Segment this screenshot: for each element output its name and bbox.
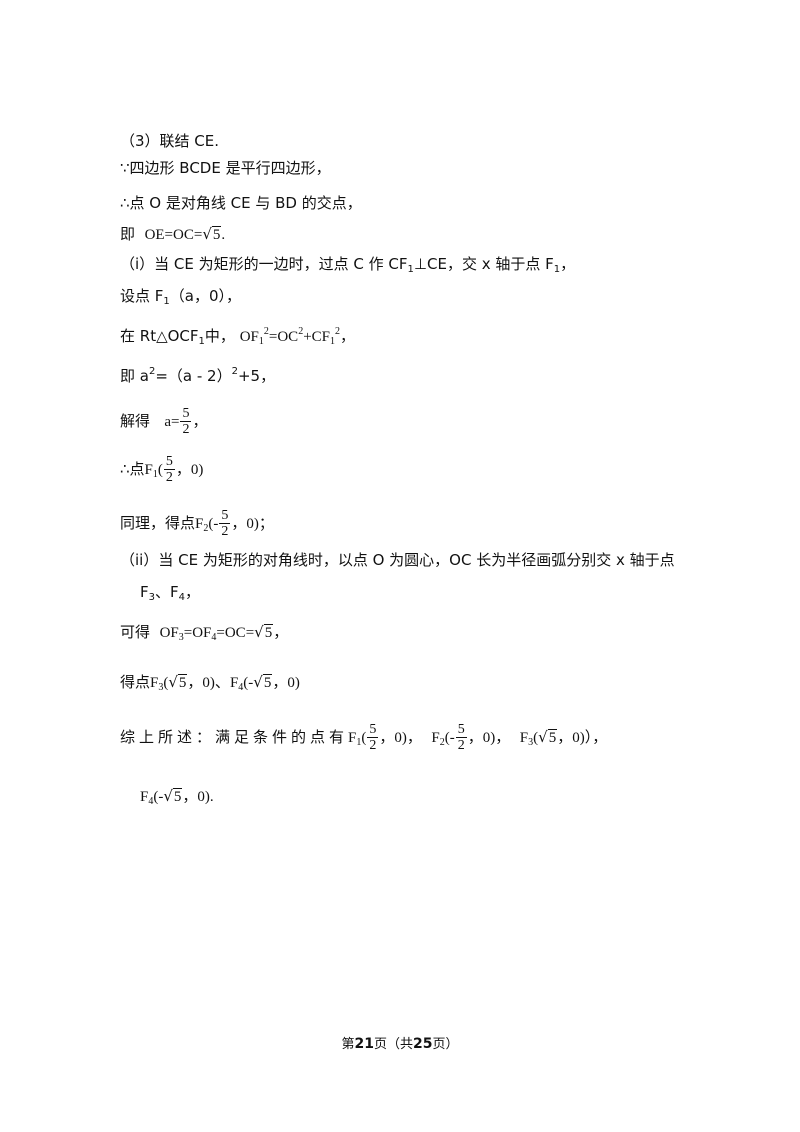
page-footer: 第21页（共25页） — [341, 1036, 459, 1052]
step-3-heading: （3）联结 CE. — [120, 132, 220, 150]
page-number: 21 — [354, 1036, 374, 1052]
case-ii-line: （ii）当 CE 为矩形的对角线时，以点 O 为圆心，OC 长为半径画弧分别交 … — [120, 551, 675, 569]
page-total: 25 — [413, 1036, 433, 1052]
set-f1-line: 设点 F1（a，0）， — [120, 287, 242, 307]
oe-oc-line: 即 OE=OC=√5. — [120, 225, 226, 243]
summary-f4-line: F4(-√5，0). — [140, 787, 214, 807]
equation-line: 即 a2=（a - 2）2+5， — [120, 366, 276, 385]
points-f3-f4-line: 得点F3(√5，0)、F4(-√5，0) — [120, 673, 300, 693]
premise-line: ∵四边形 BCDE 是平行四边形， — [120, 159, 331, 177]
conclusion-line: ∴点 O 是对角线 CE 与 BD 的交点， — [120, 194, 362, 212]
of3-line: 可得 OF3=OF4=OC=√5， — [120, 623, 289, 643]
f3-f4-line: F3、F4， — [140, 583, 201, 603]
rt-triangle-line: 在 Rt△OCF1中， OF12=OC2+CF12， — [120, 326, 356, 347]
case-i-line: （i）当 CE 为矩形的一边时，过点 C 作 CF1⊥CE，交 x 轴于点 F1… — [120, 255, 576, 275]
